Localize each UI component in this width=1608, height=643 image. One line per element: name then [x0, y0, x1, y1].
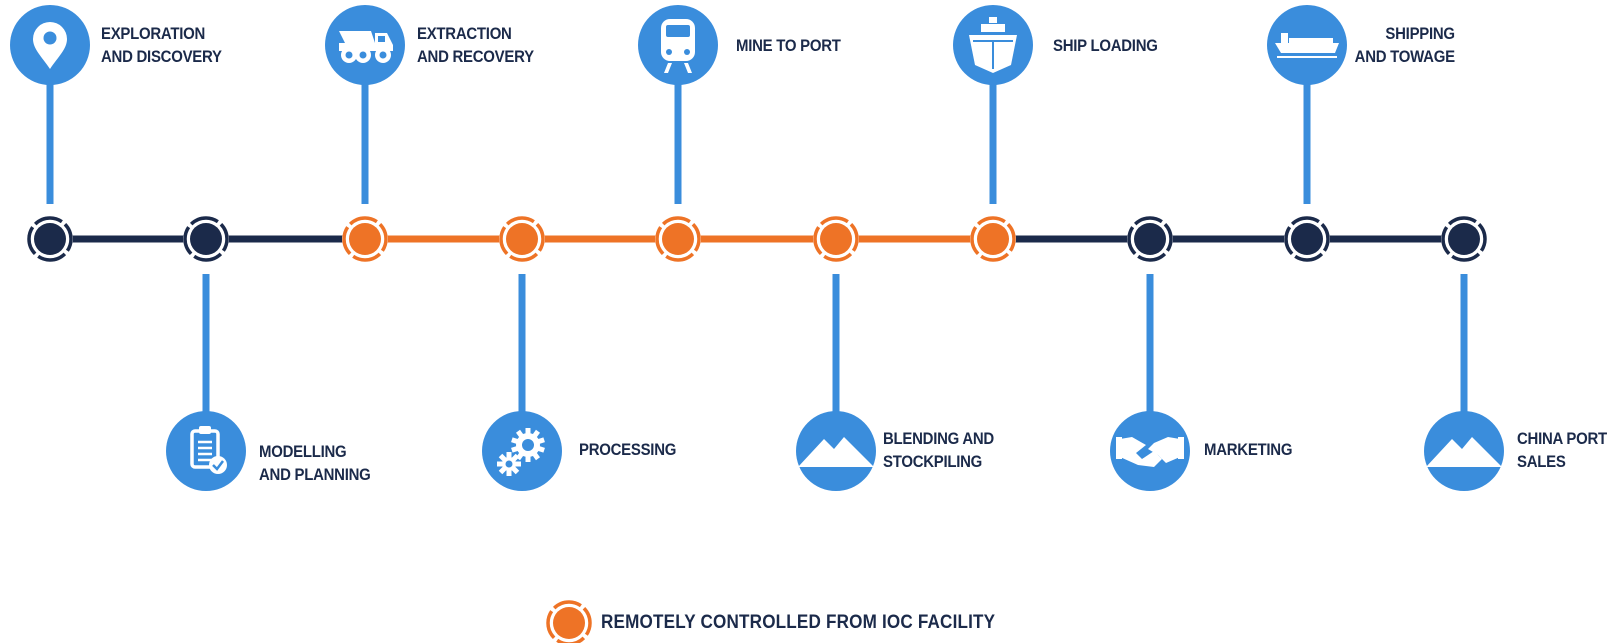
- timeline-node-8: [1284, 216, 1330, 262]
- timeline-node-6: [970, 216, 1016, 262]
- pin-step-6: [953, 5, 1033, 204]
- step-label-marketing: MARKETING: [1204, 440, 1293, 459]
- step-label-shipping: SHIPPING AND TOWAGE: [1354, 24, 1455, 66]
- step-label-modelling: MODELLING AND PLANNING: [259, 442, 371, 484]
- step-label-blending: BLENDING AND STOCKPILING: [883, 429, 994, 471]
- timeline-node-9: [1441, 216, 1487, 262]
- pin-circle: [166, 411, 246, 491]
- timeline-node-7: [1127, 216, 1173, 262]
- pin-step-9: [1424, 274, 1504, 491]
- timeline-node-2: [342, 216, 388, 262]
- train-icon: [661, 19, 695, 73]
- step-label-mine-to-port: MINE TO PORT: [736, 36, 841, 55]
- ship-front-icon: [969, 17, 1017, 73]
- cargo-ship-icon: [1275, 33, 1339, 58]
- timeline-node-3: [499, 216, 545, 262]
- timeline-node-1: [183, 216, 229, 262]
- step-label-exploration: EXPLORATION AND DISCOVERY: [101, 24, 222, 66]
- location-pin-icon: [33, 22, 67, 69]
- pin-step-0: [10, 5, 90, 204]
- pin-step-2: [325, 5, 405, 204]
- timeline-node-4: [655, 216, 701, 262]
- pin-step-8: [1267, 5, 1347, 204]
- step-label-processing: PROCESSING: [579, 440, 677, 459]
- step-label-ship-loading: SHIP LOADING: [1053, 36, 1158, 55]
- timeline-node-0: [27, 216, 73, 262]
- pin-step-1: [166, 274, 246, 491]
- pin-step-4: [638, 5, 718, 204]
- mountain-icon: [798, 437, 874, 467]
- handshake-icon: [1116, 437, 1184, 467]
- gears-icon: [497, 428, 545, 476]
- step-label-extraction: EXTRACTION AND RECOVERY: [417, 24, 534, 66]
- orange-node-icon: [546, 600, 592, 643]
- pin-step-5: [796, 274, 876, 491]
- pin-circle: [1110, 411, 1190, 491]
- pin-step-7: [1110, 274, 1190, 491]
- clipboard-check-icon: [190, 426, 227, 474]
- step-label-china-port: CHINA PORT SALES: [1517, 429, 1607, 471]
- legend-label: REMOTELY CONTROLLED FROM IOC FACILITY: [601, 612, 996, 633]
- haul-truck-icon: [339, 31, 393, 63]
- pin-step-3: [482, 274, 562, 491]
- timeline-node-5: [813, 216, 859, 262]
- mountain-icon: [1426, 437, 1502, 467]
